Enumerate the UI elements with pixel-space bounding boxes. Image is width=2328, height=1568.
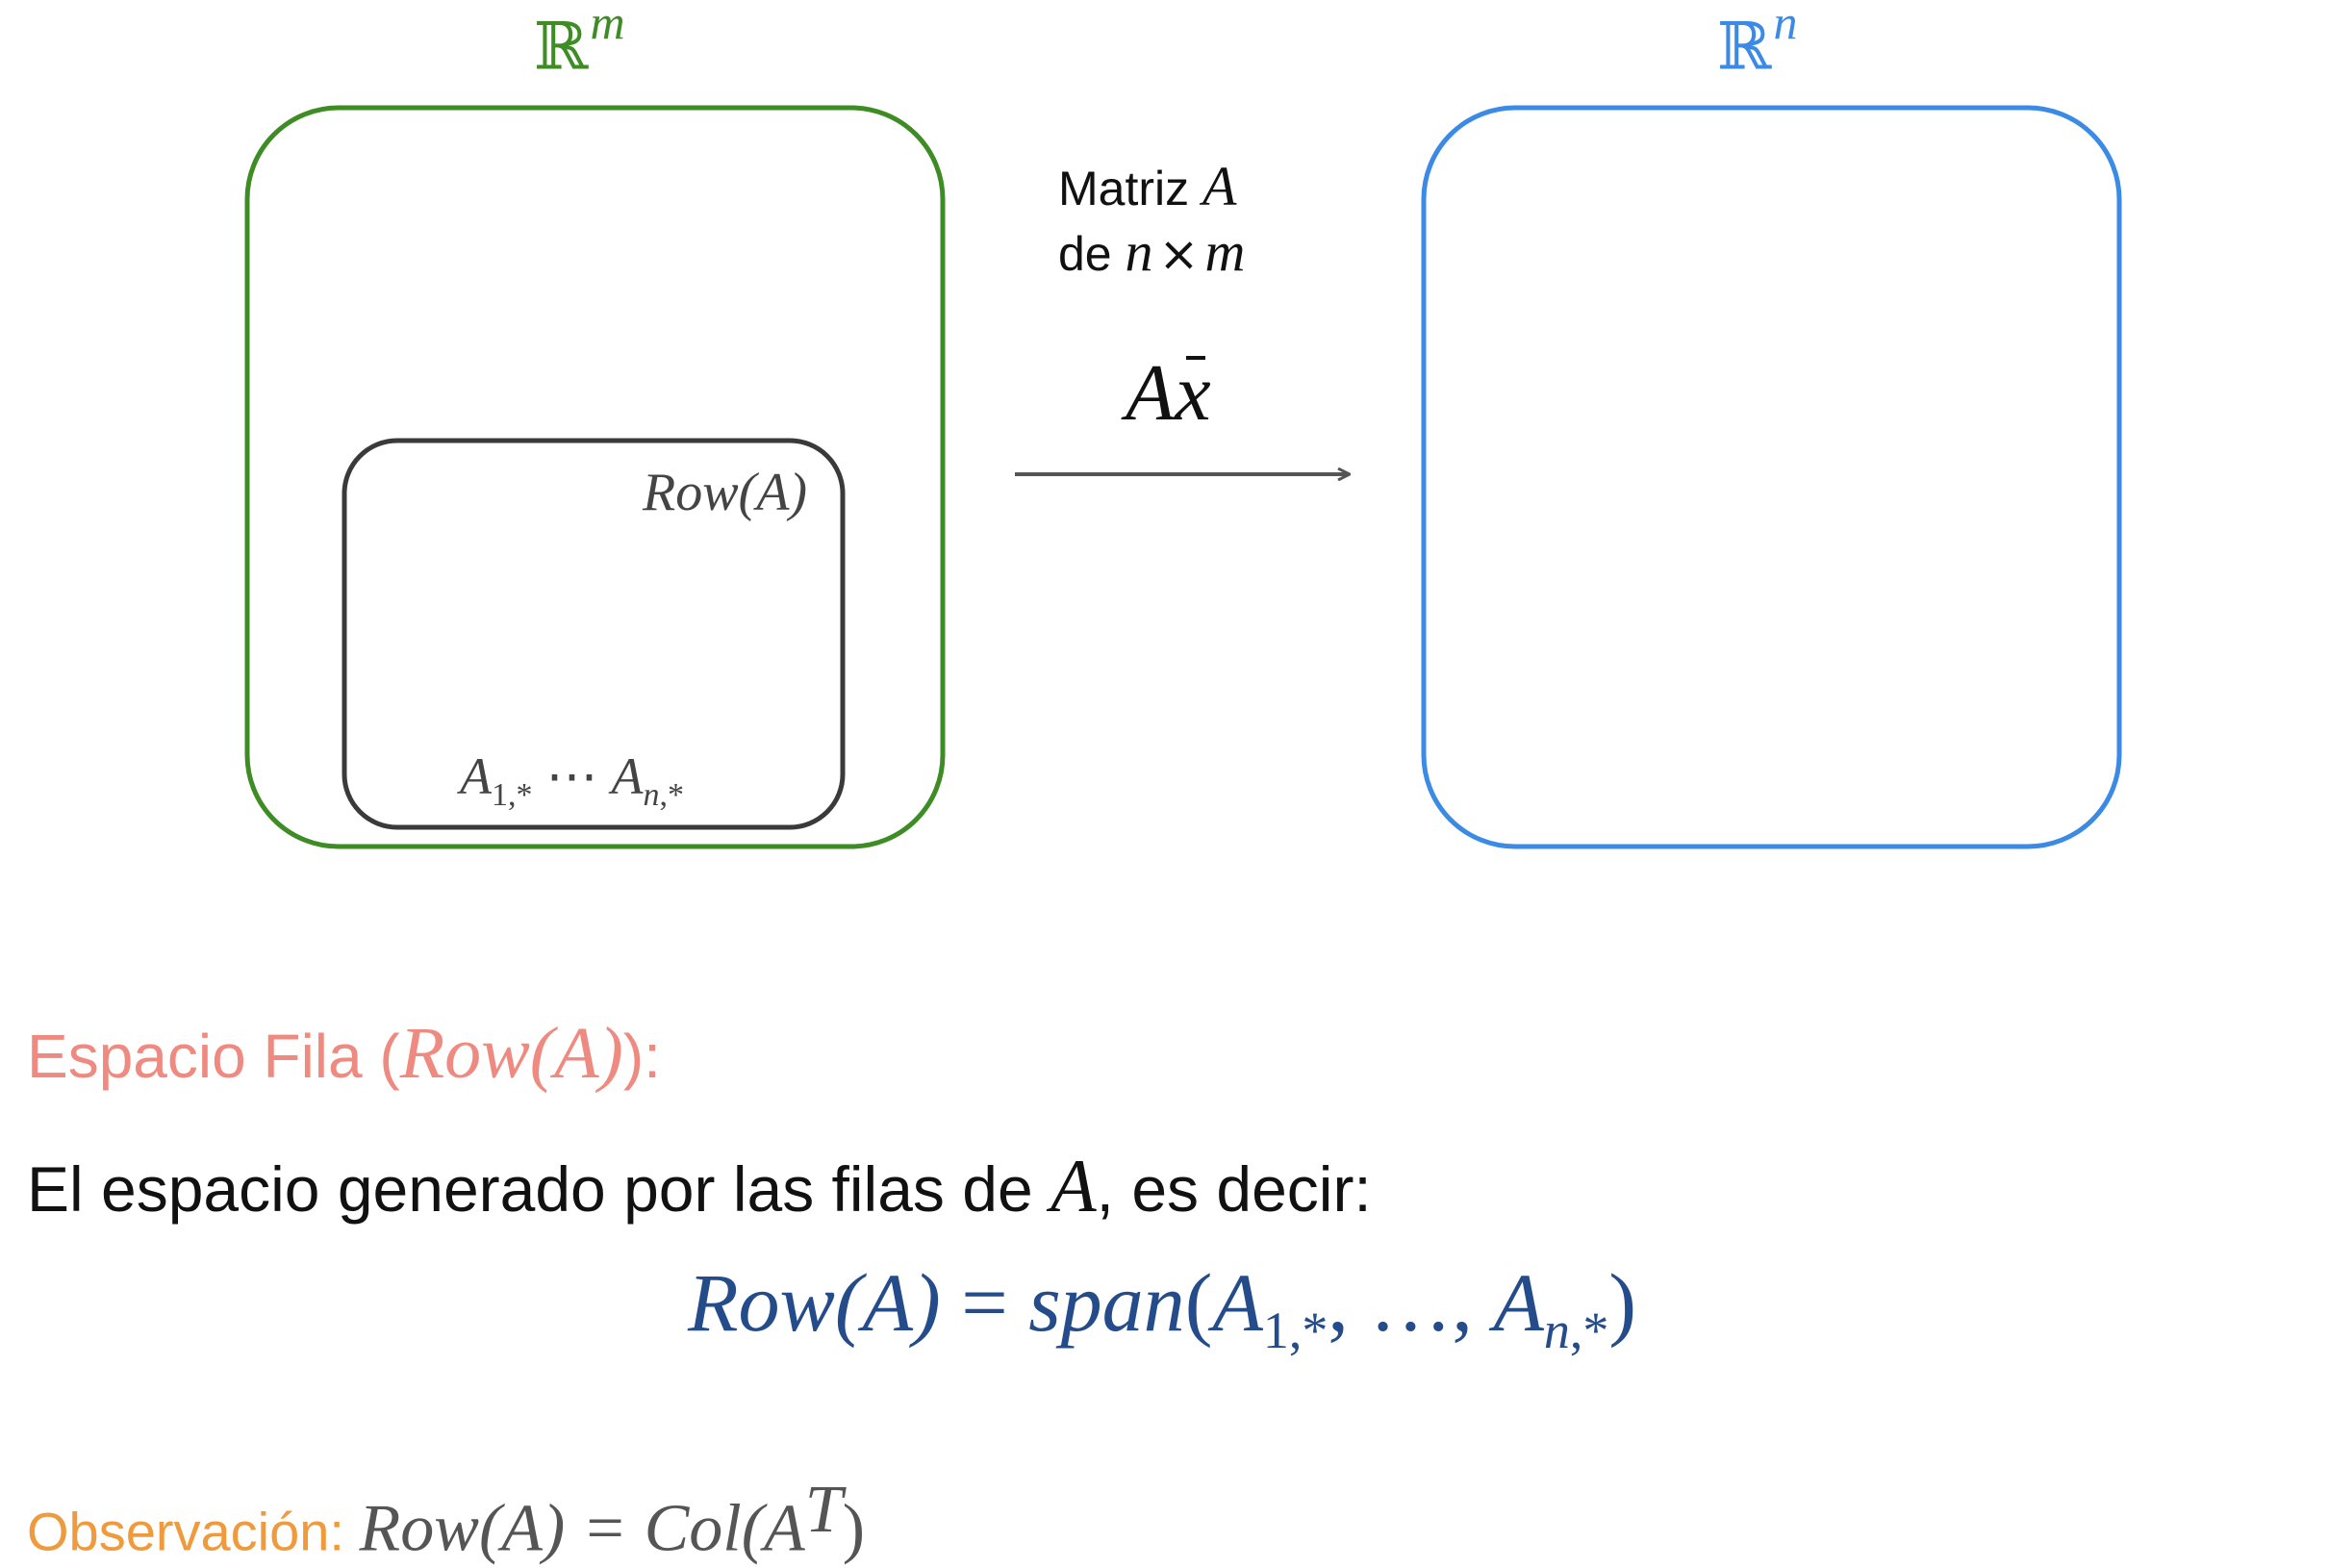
definition-text: El espacio generado por las filas de A, …: [27, 1144, 1372, 1227]
domain-space-label: ℝm: [534, 0, 625, 81]
domain-dimension: m: [590, 0, 625, 49]
real-numbers-symbol: ℝ: [1717, 9, 1772, 86]
section-title: Espacio Fila (Row(A)):: [27, 1013, 661, 1094]
matrix-label-line2: de n×m: [1058, 220, 1246, 283]
arrow-label-ax: Ax: [1126, 348, 1211, 438]
matrix-symbol: A: [1202, 155, 1237, 217]
matrix-label-line1: Matriz A: [1058, 155, 1237, 217]
row-space-formula: Row(A) = span(A1,*, …, An,*): [688, 1256, 1637, 1360]
codomain-space-label: ℝn: [1717, 0, 1798, 81]
row-space-label: Row(A): [643, 463, 808, 522]
domain-space-box: [244, 105, 946, 849]
row-vectors-list: A1,*⋯An,*: [460, 747, 684, 813]
codomain-space-box: [1421, 105, 2122, 849]
row-space-box: [342, 438, 846, 830]
times-symbol: ×: [1158, 226, 1200, 282]
vector-x-bar: x: [1175, 348, 1211, 438]
observation-note: Observación: Row(A) = Col(AT): [27, 1473, 866, 1566]
codomain-dimension: n: [1773, 0, 1798, 49]
real-numbers-symbol: ℝ: [534, 9, 589, 86]
